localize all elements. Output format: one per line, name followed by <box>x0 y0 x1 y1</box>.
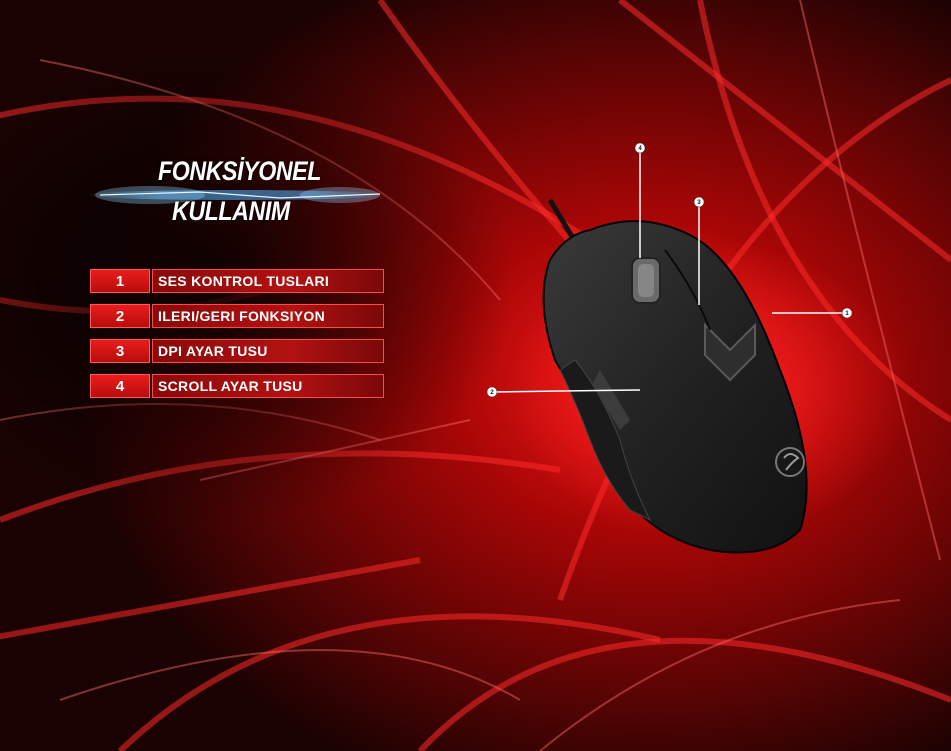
feature-item-3: 3 DPI AYAR TUSU <box>90 339 390 363</box>
callout-4: 4 <box>634 142 646 154</box>
feature-label: SCROLL AYAR TUSU <box>152 374 384 398</box>
section-title: FONKSİYONEL KULLANIM <box>80 150 400 240</box>
svg-text:4: 4 <box>638 146 642 152</box>
feature-label: ILERI/GERI FONKSIYON <box>152 304 384 328</box>
feature-number: 4 <box>90 374 150 398</box>
dpi-button <box>704 322 756 382</box>
svg-text:3: 3 <box>697 200 701 206</box>
mouse-body <box>542 220 808 554</box>
blue-glow-decoration <box>85 186 385 204</box>
svg-text:1: 1 <box>845 311 849 317</box>
feature-number: 3 <box>90 339 150 363</box>
title-line-1: FONKSİYONEL <box>158 156 321 186</box>
feature-item-1: 1 SES KONTROL TUSLARI <box>90 269 390 293</box>
feature-number: 2 <box>90 304 150 328</box>
callout-1: 1 <box>841 307 853 319</box>
svg-text:2: 2 <box>490 390 494 396</box>
feature-label: SES KONTROL TUSLARI <box>152 269 384 293</box>
title-line-2: KULLANIM <box>172 196 290 226</box>
mouse-product-image: 4 3 1 2 <box>486 142 910 554</box>
feature-number: 1 <box>90 269 150 293</box>
feature-label: DPI AYAR TUSU <box>152 339 384 363</box>
feature-item-4: 4 SCROLL AYAR TUSU <box>90 374 390 398</box>
feature-item-2: 2 ILERI/GERI FONKSIYON <box>90 304 390 328</box>
feature-list: 1 SES KONTROL TUSLARI 2 ILERI/GERI FONKS… <box>90 269 390 409</box>
callout-3: 3 <box>693 196 705 208</box>
brand-logo-icon <box>775 447 805 477</box>
callout-2: 2 <box>486 386 498 398</box>
